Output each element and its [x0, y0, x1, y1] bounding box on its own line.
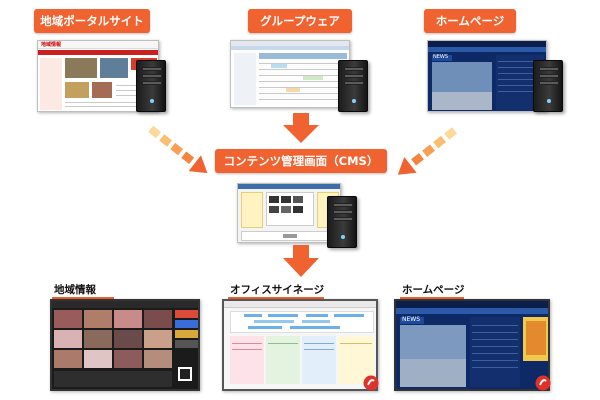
portal-left-menu: [40, 58, 62, 110]
portal-photo-2: [100, 58, 128, 78]
output-underline-office-signage: [228, 297, 324, 299]
portal-server-icon: [136, 60, 166, 112]
groupware-server-icon: [338, 60, 368, 112]
source-pill-groupware-label: グループウェア: [260, 14, 340, 28]
homepage-news-tab: NEWS: [432, 54, 452, 61]
homepage-screenshot: NEWS: [427, 40, 547, 112]
portal-header: [38, 41, 158, 49]
office-signage-corner-icon: [363, 375, 379, 391]
homepage-signage-news-text: NEWS: [402, 316, 421, 323]
arrow-portal-to-cms: [148, 125, 208, 174]
output-underline-local-info: [52, 297, 114, 299]
homepage-server-icon: [533, 60, 563, 112]
portal-photo-4: [92, 82, 112, 98]
groupware-screenshot: [230, 40, 350, 108]
cms-screenshot: [237, 183, 341, 243]
homepage-signage-display: NEWS: [394, 299, 550, 391]
portal-logo: 地域情報: [41, 42, 71, 48]
homepage-news-tab-text: NEWS: [433, 54, 449, 60]
arrow-groupware-to-cms: [283, 113, 319, 143]
portal-photo-1: [65, 58, 97, 78]
portal-logo-text: 地域情報: [41, 42, 62, 48]
source-pill-homepage: ホームページ: [424, 9, 516, 33]
source-pill-portal-label: 地域ポータルサイト: [40, 14, 144, 28]
output-label-homepage: ホームページ: [402, 284, 465, 296]
arrow-cms-to-outputs: [283, 245, 319, 277]
portal-photo-3: [65, 82, 89, 98]
source-pill-homepage-label: ホームページ: [435, 14, 505, 28]
cms-pill: コンテンツ管理画面（CMS）: [215, 149, 387, 173]
homepage-signage-corner-icon: [535, 375, 551, 391]
output-underline-homepage: [400, 297, 464, 299]
office-signage-display: [222, 299, 378, 391]
source-pill-portal: 地域ポータルサイト: [34, 9, 150, 33]
cms-pill-label: コンテンツ管理画面（CMS）: [223, 154, 379, 168]
output-label-local-info: 地域情報: [54, 284, 96, 296]
output-label-office-signage: オフィスサイネージ: [230, 284, 325, 296]
arrow-homepage-to-cms: [397, 127, 458, 175]
source-pill-groupware: グループウェア: [248, 9, 352, 33]
local-info-signage-display: [50, 299, 200, 391]
portal-topnav: [38, 50, 158, 55]
cms-server-icon: [327, 196, 357, 248]
homepage-signage-news-tab: NEWS: [400, 316, 424, 324]
